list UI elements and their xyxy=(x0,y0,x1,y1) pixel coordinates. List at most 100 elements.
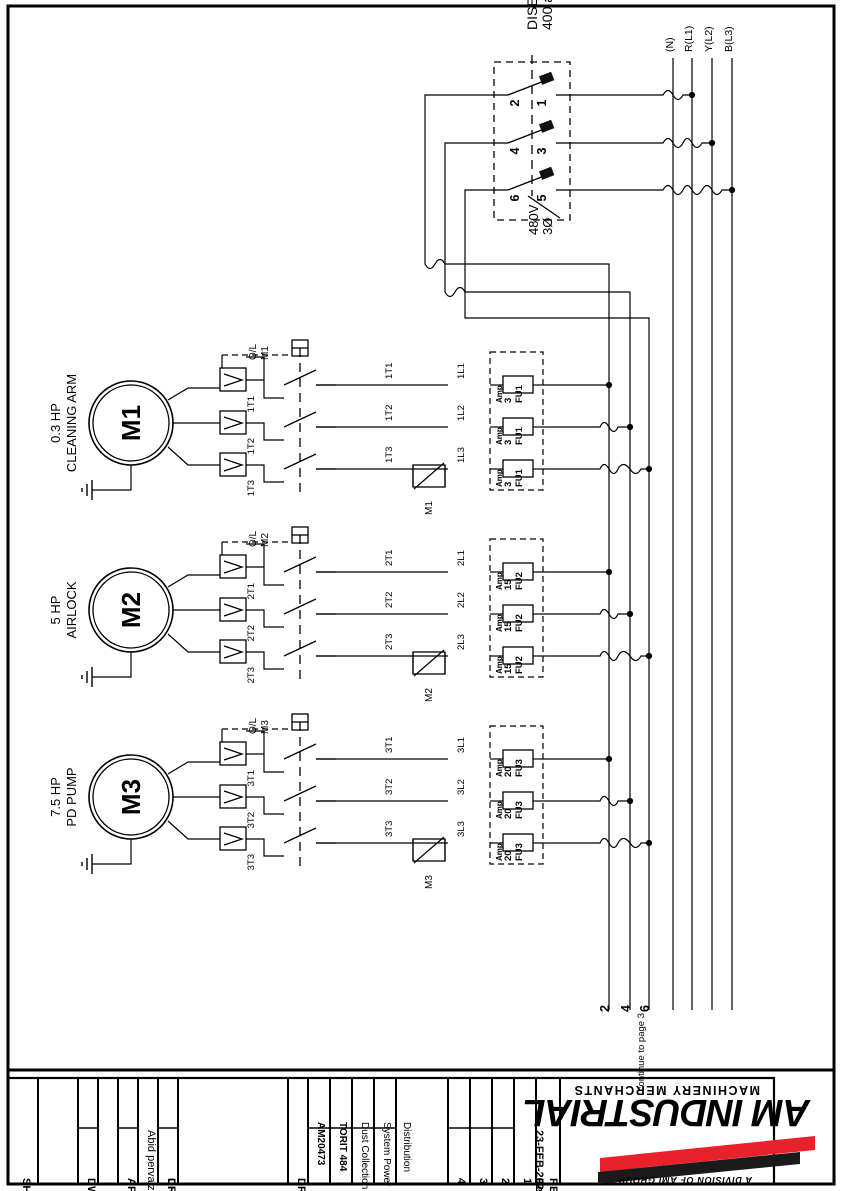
supply-voltage-label: 480V xyxy=(526,204,541,235)
bus-2 xyxy=(424,94,610,1010)
drawing-title-line3: System Power xyxy=(381,1122,392,1187)
branch-m3: M3 O/L M3 3T1 3T2 3T3 xyxy=(48,713,653,889)
title-block: SHT 02 OF 04 DWG # APPROVED BY CHECKED B… xyxy=(6,1076,815,1191)
mid-terminal-2t1: 2T1 xyxy=(384,550,395,566)
fuse-block-fu3[interactable]: FU3 20 Amp FU3 20 Amp FU3 20 Amp xyxy=(489,725,546,865)
fuse-fu1-c-unit: Amp xyxy=(495,469,504,487)
fuse-fu1-a-unit: Amp xyxy=(495,385,504,403)
fuse-fu3-c-tag: FU3 xyxy=(514,843,525,861)
branch-m2: M2 O/L M2 2T1 2T2 2T3 xyxy=(48,526,653,702)
terminal-1l1: 1L1 xyxy=(456,363,467,379)
checked-by-label: CHECKED BY xyxy=(165,1178,177,1191)
fuse-fu3-a-rating: 20 xyxy=(503,766,514,777)
contactor-coil-m2[interactable]: M2 xyxy=(412,649,446,702)
motor-m1-tag: M1 xyxy=(116,405,146,441)
overload-m3-label-tag: M3 xyxy=(260,720,271,734)
contactor-coil-m3[interactable]: M3 xyxy=(412,836,446,889)
supply-feeder-L1 xyxy=(570,89,696,101)
bus-label-L3: B(L3) xyxy=(723,26,735,52)
fuse-fu3-c-unit: Amp xyxy=(495,843,504,861)
fuse-fu2-a-rating: 15 xyxy=(503,579,514,590)
bus-label-L1: R(L1) xyxy=(683,26,695,52)
fuse-fu3-b-rating: 20 xyxy=(503,808,514,819)
disconnect-terminal-2: 2 xyxy=(508,99,522,106)
fuse-fu2-b-tag: FU2 xyxy=(514,614,525,632)
bus-label-L2: Y(L2) xyxy=(703,26,715,52)
contactor-coil-m1[interactable]: M1 xyxy=(412,462,446,515)
mid-terminal-3t1: 3T1 xyxy=(384,737,395,753)
fuse-fu2-c-rating: 15 xyxy=(503,663,514,674)
logo-red-swoosh xyxy=(600,1136,815,1172)
dwg-number-label: DWG # xyxy=(85,1178,97,1191)
supply-phase-label: 3Ø xyxy=(540,218,555,235)
incoming-supply-bus: (N) R(L1) Y(L2) B(L3) xyxy=(570,26,736,1010)
fuse-fu2-a-unit: Amp xyxy=(495,572,504,590)
terminal-1l2: 1L2 xyxy=(456,405,467,421)
mid-terminal-3t2: 3T2 xyxy=(384,779,395,795)
motor-m2-ground xyxy=(81,652,132,687)
mid-terminal-2t2: 2T2 xyxy=(384,592,395,608)
revision-row-1-rev: Rev1 xyxy=(533,1178,545,1191)
logo-tagline: MACHINERY MERCHANTS xyxy=(573,1083,760,1097)
company-logo: AM INDUSTRIAL MACHINERY MERCHANTS A DIVI… xyxy=(523,1083,815,1185)
mid-terminal-1t2: 1T2 xyxy=(384,405,395,421)
contactor-coil-m1-tag: M1 xyxy=(424,501,435,515)
disconnect-handle[interactable] xyxy=(527,195,561,219)
mid-terminal-3t3: 3T3 xyxy=(384,821,395,837)
logo-black-swoosh xyxy=(598,1152,800,1184)
terminal-3l3: 3L3 xyxy=(456,821,467,837)
terminal-2t2: 2T2 xyxy=(246,625,257,641)
bus-4 xyxy=(444,142,631,1010)
terminal-2l3: 2L3 xyxy=(456,634,467,650)
mid-terminal-1t1: 1T1 xyxy=(384,363,395,379)
mid-terminal-2t3: 2T3 xyxy=(384,634,395,650)
logo-subtagline: A DIVISION OF AMI GROUP xyxy=(618,1175,753,1185)
load-side-bus: 2 4 6 continue to page 3 xyxy=(424,94,652,1091)
fuse-fu3-c-rating: 20 xyxy=(503,850,514,861)
overload-m2-label-ol: O/L xyxy=(248,530,259,547)
fuse-fu3-b-unit: Amp xyxy=(495,801,504,819)
motor-m3-ground xyxy=(81,839,132,874)
terminal-1t3: 1T3 xyxy=(246,480,257,496)
branch-m1: M1 O/L M1 1T1 1T2 1T3 xyxy=(48,339,653,515)
revision-history-label: REVISION HISTORY xyxy=(547,1178,559,1191)
terminal-3t2: 3T2 xyxy=(246,812,257,828)
title-block-frame xyxy=(6,1076,776,1186)
fuse-fu1-b-rating: 3 xyxy=(503,440,514,445)
fuse-fu2-b-rating: 15 xyxy=(503,621,514,632)
logo-brand-text: AM INDUSTRIAL xyxy=(523,1091,811,1133)
motor-m2-tag: M2 xyxy=(116,592,146,628)
bus-6 xyxy=(464,189,650,1010)
fuse-fu2-a-tag: FU2 xyxy=(514,572,525,590)
drawing-title-line1: TORIT 484 xyxy=(337,1122,348,1172)
drawn-by-value: Abid pervaiz xyxy=(145,1130,157,1191)
bus-label-N: (N) xyxy=(664,37,676,52)
motor-m1-load-name: CLEANING ARM xyxy=(64,374,79,472)
terminal-2l1: 2L1 xyxy=(456,550,467,566)
disconnect-terminal-5: 5 xyxy=(535,194,549,201)
motor-m3-tag: M3 xyxy=(116,779,146,815)
fuse-fu2-c-tag: FU2 xyxy=(514,656,525,674)
revision-row-3-no: 3 xyxy=(477,1178,489,1184)
disconnect-switch[interactable]: 2 4 6 1 3 5 DISE 400 amp 480V 3Ø xyxy=(493,0,571,235)
fuse-block-fu1[interactable]: FU1 3 Amp FU1 3 Amp FU1 3 Amp xyxy=(489,351,546,491)
fuse-block-fu2[interactable]: FU2 15 Amp FU2 15 Amp FU2 15 Amp xyxy=(489,538,546,678)
terminal-2t1: 2T1 xyxy=(246,583,257,599)
fuse-fu3-a-unit: Amp xyxy=(495,759,504,777)
motor-m3-hp: 7.5 HP xyxy=(48,777,63,817)
drawing-number: AM20473 xyxy=(315,1122,326,1166)
disconnect-terminal-3: 3 xyxy=(535,147,549,154)
supply-feeder-L3 xyxy=(570,184,736,196)
drawing-title-line2: Dust Collection xyxy=(359,1122,370,1189)
fuse-block-fu3-enclosure xyxy=(489,725,544,865)
motor-m1-hp: 0.3 HP xyxy=(48,403,63,443)
overload-m3-label-ol: O/L xyxy=(248,717,259,734)
fuse-block-fu2-enclosure xyxy=(489,538,544,678)
terminal-1t2: 1T2 xyxy=(246,438,257,454)
bus-exit-label-6: 6 xyxy=(638,1005,652,1012)
fuse-fu1-a-tag: FU1 xyxy=(514,384,525,403)
bus-exit-label-4: 4 xyxy=(619,1005,633,1012)
disconnect-terminal-6: 6 xyxy=(508,194,522,201)
terminal-3l1: 3L1 xyxy=(456,737,467,753)
